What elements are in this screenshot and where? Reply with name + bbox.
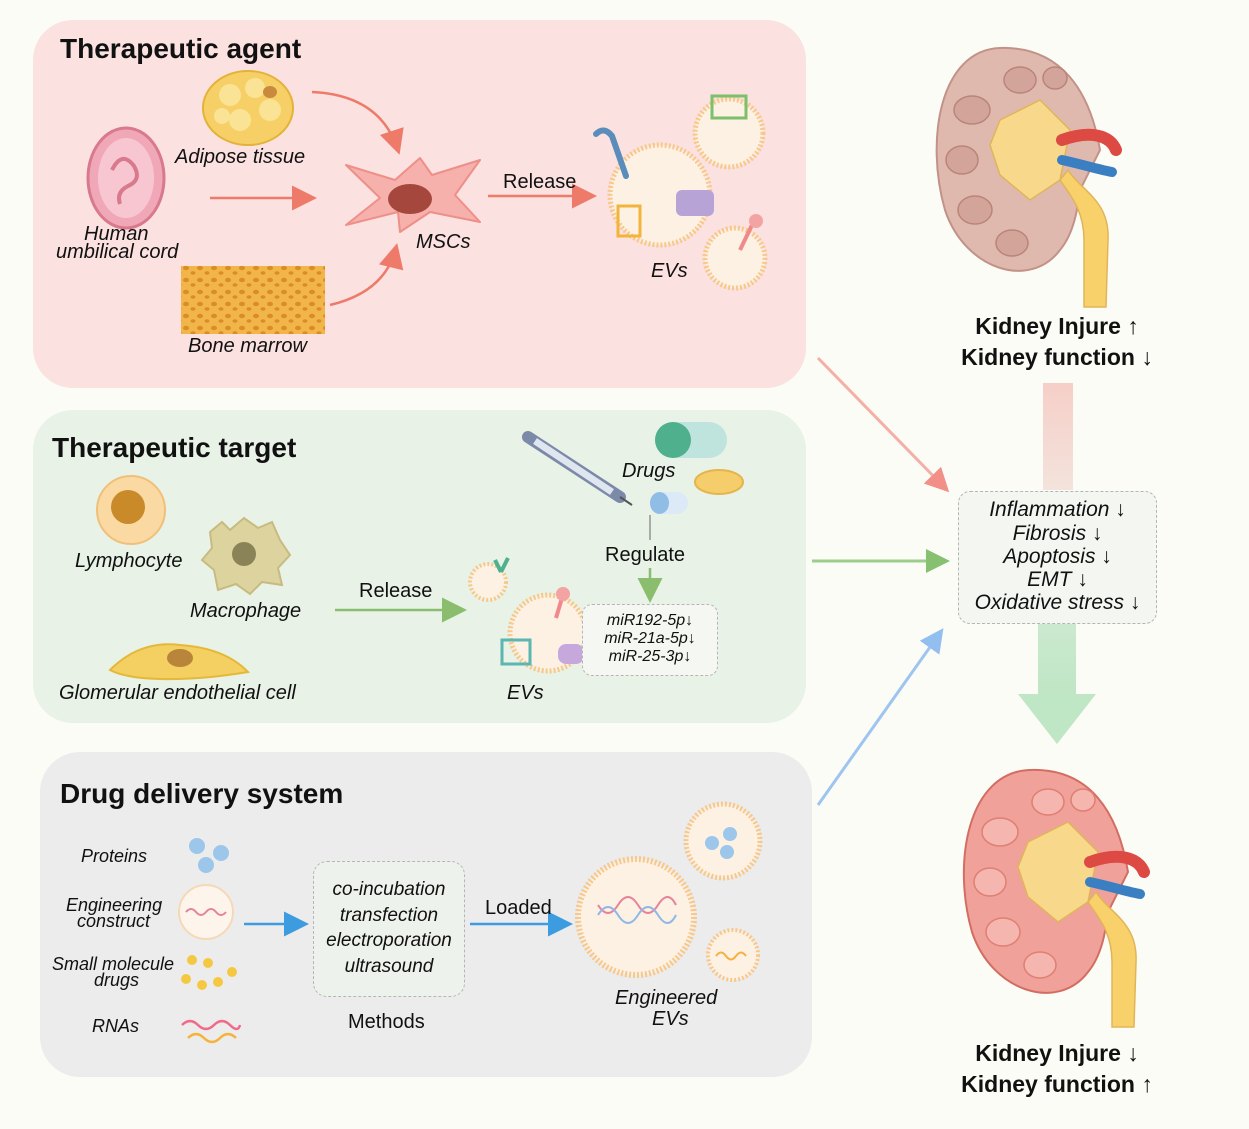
delivery-title: Drug delivery system	[60, 778, 344, 809]
delivery-to-effects-arrow	[816, 628, 944, 806]
evs-icon-2	[468, 557, 589, 674]
evs-label-1: EVs	[651, 260, 688, 282]
drugs-label: Drugs	[622, 460, 676, 482]
loaded-label: Loaded	[485, 897, 552, 919]
engineering-construct-icon	[178, 884, 234, 940]
effects-box: Inflammation ↓ Fibrosis ↓ Apoptosis ↓ EM…	[958, 491, 1157, 624]
glomerular-endothelial-cell-icon	[108, 643, 251, 681]
glomerular-label: Glomerular endothelial cell	[59, 682, 296, 704]
engineering-label-1: Engineering	[66, 895, 163, 915]
injured-to-effects-bar	[1043, 383, 1073, 490]
bone-marrow-label: Bone marrow	[188, 335, 307, 357]
macrophage-label: Macrophage	[190, 600, 302, 622]
effect-apoptosis: Apoptosis ↓	[1003, 545, 1112, 568]
rnas-icon	[181, 1019, 242, 1044]
evs-icon-1	[593, 94, 768, 291]
release-label-2: Release	[359, 580, 433, 602]
agent-title: Therapeutic agent	[60, 33, 302, 64]
msc-cell-icon	[345, 157, 481, 233]
syringe-icon	[522, 431, 633, 506]
injured-kidney-icon	[935, 46, 1122, 308]
small-molecule-label-2: drugs	[94, 970, 140, 990]
macrophage-icon	[200, 516, 292, 596]
effect-fibrosis: Fibrosis ↓	[1012, 522, 1103, 545]
adipose-label: Adipose tissue	[175, 146, 306, 168]
after-function-label: Kidney function ↑	[961, 1071, 1153, 1097]
method-transfection: transfection	[339, 904, 439, 926]
engineered-label-2: EVs	[652, 1008, 689, 1030]
mscs-label: MSCs	[416, 231, 471, 253]
evs-label-2: EVs	[507, 682, 544, 704]
agent-to-effects-arrow	[816, 356, 950, 493]
pills-icon	[650, 422, 744, 514]
method-ultrasound: ultrasound	[344, 955, 434, 977]
rnas-label: RNAs	[92, 1016, 140, 1036]
engineered-evs-icon	[575, 801, 763, 982]
mirna-box: miR192-5p↓ miR-21a-5p↓ miR-25-3p↓	[582, 604, 718, 676]
mirna-3: miR-25-3p↓	[608, 648, 692, 665]
proteins-icon	[189, 838, 229, 873]
mirna-1: miR192-5p↓	[606, 612, 694, 629]
bone-marrow-icon	[181, 266, 325, 334]
umbilical-cord-icon	[86, 126, 166, 230]
effects-to-healthy-arrow	[1018, 624, 1096, 744]
healthy-kidney-icon	[962, 768, 1150, 1028]
adipose-tissue-icon	[202, 70, 294, 146]
engineered-label-1: Engineered	[615, 987, 718, 1009]
regulate-label: Regulate	[605, 544, 686, 566]
engineering-label-2: construct	[77, 911, 151, 931]
proteins-label: Proteins	[81, 846, 148, 866]
effect-emt: EMT ↓	[1027, 568, 1088, 591]
after-injury-label: Kidney Injure ↓	[975, 1040, 1139, 1066]
small-molecule-icon	[181, 955, 237, 990]
marrow-arrow	[329, 243, 404, 307]
small-molecule-label-1: Small molecule	[52, 954, 175, 974]
mirna-2: miR-21a-5p↓	[604, 630, 696, 647]
umbilical-label-1: Human	[84, 223, 149, 245]
before-function-label: Kidney function ↓	[961, 344, 1153, 370]
methods-label: Methods	[348, 1011, 425, 1033]
adipose-arrow	[311, 90, 404, 155]
lymphocyte-icon	[96, 475, 166, 545]
methods-box: co-incubation transfection electroporati…	[313, 861, 465, 997]
umbilical-label-2: umbilical cord	[56, 241, 179, 263]
before-injury-label: Kidney Injure ↑	[975, 313, 1139, 339]
method-electroporation: electroporation	[326, 930, 452, 951]
effect-inflammation: Inflammation ↓	[989, 498, 1126, 521]
target-title: Therapeutic target	[52, 432, 297, 463]
release-label-1: Release	[503, 171, 577, 193]
effect-oxidative-stress: Oxidative stress ↓	[974, 591, 1141, 614]
lymphocyte-label: Lymphocyte	[75, 550, 183, 572]
method-co-incubation: co-incubation	[332, 879, 446, 900]
